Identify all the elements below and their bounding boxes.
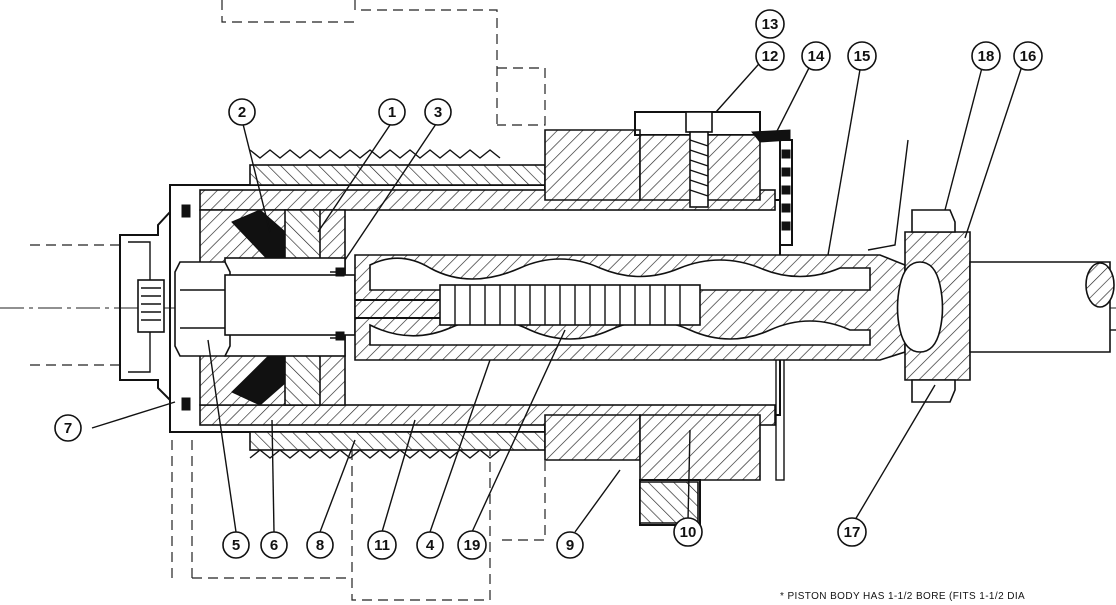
- piston-nut: [174, 261, 231, 357]
- rod-end-nut: [896, 209, 971, 403]
- callouts: 1 2 3 4 5 6 7 8 9 10 11 12 13 14 15 16 1…: [54, 9, 1043, 560]
- callout-5[interactable]: 5: [222, 531, 250, 559]
- footnote-text: * PISTON BODY HAS 1-1/2 BORE (FITS 1-1/2…: [780, 591, 1025, 602]
- callout-1[interactable]: 1: [378, 98, 406, 126]
- svg-text:6: 6: [270, 537, 278, 554]
- end-cap: [119, 204, 191, 411]
- callout-19[interactable]: 19: [457, 530, 487, 560]
- callout-4[interactable]: 4: [416, 531, 444, 559]
- svg-text:2: 2: [238, 104, 246, 121]
- svg-text:14: 14: [808, 48, 825, 65]
- callout-8[interactable]: 8: [306, 531, 334, 559]
- callout-14[interactable]: 14: [801, 41, 831, 71]
- piston-rod: [224, 267, 356, 341]
- svg-text:1: 1: [388, 104, 396, 121]
- svg-text:15: 15: [854, 48, 871, 65]
- svg-text:13: 13: [762, 16, 779, 33]
- svg-text:16: 16: [1020, 48, 1037, 65]
- callout-13[interactable]: 13: [755, 9, 785, 39]
- callout-17[interactable]: 17: [837, 517, 867, 547]
- svg-text:19: 19: [464, 537, 481, 554]
- svg-text:7: 7: [64, 420, 72, 437]
- callout-9[interactable]: 9: [556, 531, 584, 559]
- callout-16[interactable]: 16: [1013, 41, 1043, 71]
- callout-6[interactable]: 6: [260, 531, 288, 559]
- callout-3[interactable]: 3: [424, 98, 452, 126]
- set-screw: [685, 111, 713, 208]
- svg-text:4: 4: [426, 537, 435, 554]
- svg-text:5: 5: [232, 537, 240, 554]
- leader-lines: [91, 55, 1025, 533]
- svg-text:18: 18: [978, 48, 995, 65]
- rod-body: [354, 139, 909, 361]
- svg-text:8: 8: [316, 537, 324, 554]
- svg-text:17: 17: [844, 524, 861, 541]
- svg-text:12: 12: [762, 48, 779, 65]
- callout-18[interactable]: 18: [971, 41, 1001, 71]
- callout-10[interactable]: 10: [673, 517, 703, 547]
- callout-15[interactable]: 15: [847, 41, 877, 71]
- svg-text:3: 3: [434, 104, 442, 121]
- rod-end-shaft: [969, 261, 1116, 353]
- svg-text:10: 10: [680, 524, 697, 541]
- svg-text:9: 9: [566, 537, 574, 554]
- callout-7[interactable]: 7: [54, 414, 82, 442]
- callout-12[interactable]: 12: [755, 41, 785, 71]
- callout-11[interactable]: 11: [367, 530, 397, 560]
- wiper-seal: [751, 129, 793, 481]
- callout-2[interactable]: 2: [228, 98, 256, 126]
- svg-text:11: 11: [374, 537, 390, 554]
